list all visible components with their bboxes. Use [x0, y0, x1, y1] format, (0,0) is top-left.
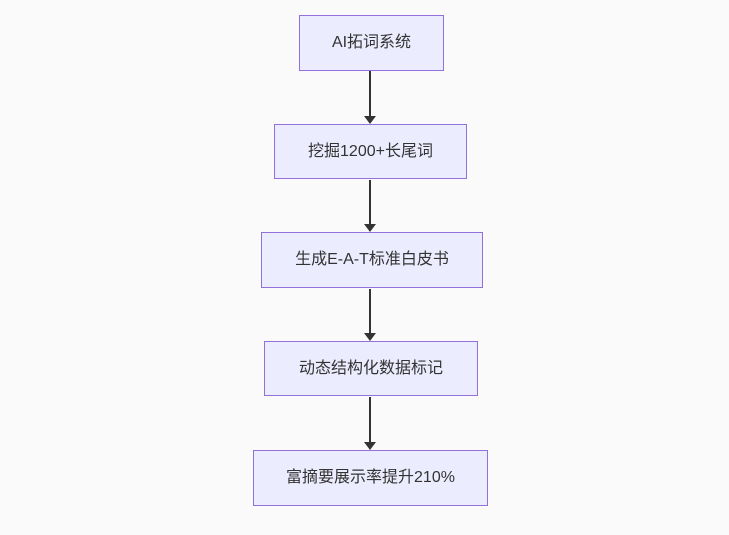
flowchart-node: 动态结构化数据标记 — [264, 341, 478, 396]
arrow-line — [369, 397, 371, 443]
arrowhead-icon — [364, 116, 376, 124]
arrowhead-icon — [364, 333, 376, 341]
arrow-line — [369, 180, 371, 225]
node-label: 生成E-A-T标准白皮书 — [295, 251, 449, 269]
flowchart-node: 挖掘1200+长尾词 — [274, 124, 467, 179]
flow-arrow — [364, 71, 376, 124]
node-label: 挖掘1200+长尾词 — [308, 142, 433, 160]
arrow-line — [369, 289, 371, 334]
node-label: 动态结构化数据标记 — [298, 359, 443, 377]
arrowhead-icon — [364, 442, 376, 450]
node-label: 富摘要展示率提升210% — [286, 469, 455, 487]
flowchart-node: AI拓词系统 — [299, 15, 444, 71]
arrowhead-icon — [364, 224, 376, 232]
flow-arrow — [364, 289, 376, 341]
flow-arrow — [364, 180, 376, 232]
arrow-line — [369, 71, 371, 117]
flowchart-node: 富摘要展示率提升210% — [253, 450, 488, 506]
flow-arrow — [364, 397, 376, 450]
node-label: AI拓词系统 — [331, 34, 412, 52]
flowchart-node: 生成E-A-T标准白皮书 — [261, 232, 483, 288]
